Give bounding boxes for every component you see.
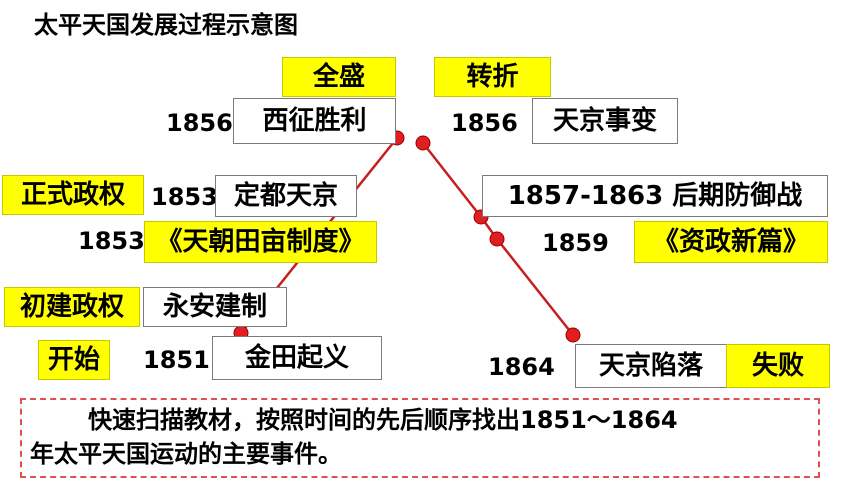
turn-year: 1856 xyxy=(451,109,518,137)
system-year: 1853 xyxy=(78,227,145,255)
start-label: 开始 xyxy=(38,340,110,380)
reform-year: 1859 xyxy=(542,229,609,257)
diagram-title: 太平天国发展过程示意图 xyxy=(34,11,298,39)
defense-event: 1857-1863 后期防御战 xyxy=(482,175,828,217)
peak-label: 全盛 xyxy=(282,57,396,97)
system-event: 《天朝田亩制度》 xyxy=(144,221,377,263)
decline-line xyxy=(422,142,574,336)
regime-label: 正式政权 xyxy=(2,175,144,215)
instruction-line-1: 快速扫描教材，按照时间的先后顺序找出1851～1864 xyxy=(88,406,678,434)
fall-event: 天京陷落 xyxy=(575,344,727,388)
dot-turn xyxy=(415,135,431,151)
dot-1864 xyxy=(565,327,581,343)
early-label: 初建政权 xyxy=(4,287,140,327)
instruction-box xyxy=(20,398,820,478)
peak-year: 1856 xyxy=(166,109,233,137)
start-year: 1851 xyxy=(143,346,210,374)
fall-label: 失败 xyxy=(726,344,830,388)
regime-year: 1853 xyxy=(151,183,218,211)
peak-event: 西征胜利 xyxy=(233,98,396,144)
dot-1859 xyxy=(489,231,505,247)
turn-event: 天京事变 xyxy=(532,98,678,144)
fall-year: 1864 xyxy=(488,353,555,381)
turn-label: 转折 xyxy=(434,57,551,97)
regime-event: 定都天京 xyxy=(215,175,357,217)
instruction-line-2: 年太平天国运动的主要事件。 xyxy=(30,440,342,468)
start-event: 金田起义 xyxy=(212,336,382,380)
early-event: 永安建制 xyxy=(143,287,287,327)
reform-event: 《资政新篇》 xyxy=(634,221,828,263)
